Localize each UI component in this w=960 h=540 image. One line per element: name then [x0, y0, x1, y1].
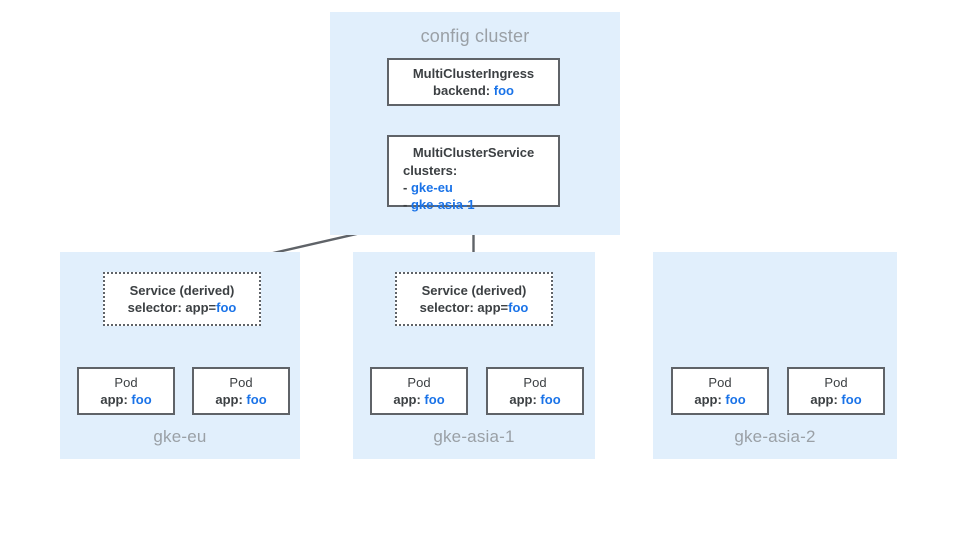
derived-service-selector-value: foo — [508, 300, 529, 315]
derived-service-box-gke-asia-1[interactable]: Service (derived) selector: app=foo — [395, 272, 553, 326]
multiclusterservice-cluster-value: gke-asia-1 — [410, 197, 475, 212]
pod-label-key: app: — [694, 392, 722, 407]
multiclusteringress-backend: backend: foo — [433, 82, 514, 99]
pod-label-row: app: foo — [694, 391, 745, 408]
pod-label-value: foo — [540, 392, 561, 407]
multiclusterservice-cluster-item: - gke-eu — [403, 179, 558, 196]
multiclusterservice-cluster-value: gke-eu — [410, 180, 453, 195]
pod-box[interactable]: Pod app: foo — [671, 367, 769, 415]
multiclusterservice-kind: MultiClusterService — [412, 145, 535, 160]
pod-label-key: app: — [509, 392, 537, 407]
multiclusteringress-box[interactable]: MultiClusterIngress backend: foo — [387, 58, 560, 106]
pod-label-value: foo — [246, 392, 267, 407]
cluster-label-gke-asia-1: gke-asia-1 — [433, 427, 515, 446]
pod-title: Pod — [523, 375, 547, 390]
pod-title: Pod — [824, 375, 848, 390]
pod-title: Pod — [407, 375, 431, 390]
derived-service-title: Service (derived) — [129, 283, 235, 298]
pod-box[interactable]: Pod app: foo — [77, 367, 175, 415]
cluster-label-gke-asia-2: gke-asia-2 — [734, 427, 816, 446]
pod-label-value: foo — [131, 392, 152, 407]
pod-label-row: app: foo — [100, 391, 151, 408]
pod-label-key: app: — [393, 392, 421, 407]
pod-label-key: app: — [100, 392, 128, 407]
cluster-panel-gke-asia-2: gke-asia-2 — [653, 252, 897, 459]
pod-label-row: app: foo — [215, 391, 266, 408]
derived-service-selector: selector: app=foo — [420, 299, 529, 316]
config-cluster-label: config cluster — [420, 26, 530, 46]
pod-label-key: app: — [215, 392, 243, 407]
pod-label-row: app: foo — [509, 391, 560, 408]
multiclusterservice-clusters-list: clusters: - gke-eu - gke-asia-1 — [389, 162, 558, 213]
derived-service-title: Service (derived) — [421, 283, 527, 298]
cluster-label-gke-eu: gke-eu — [153, 427, 207, 446]
pod-label-row: app: foo — [393, 391, 444, 408]
pod-box[interactable]: Pod app: foo — [787, 367, 885, 415]
pod-box[interactable]: Pod app: foo — [486, 367, 584, 415]
pod-title: Pod — [229, 375, 253, 390]
pod-label-value: foo — [725, 392, 746, 407]
pod-label-value: foo — [424, 392, 445, 407]
pod-title: Pod — [708, 375, 732, 390]
derived-service-selector: selector: app=foo — [128, 299, 237, 316]
pod-box[interactable]: Pod app: foo — [370, 367, 468, 415]
derived-service-selector-label: selector: app= — [127, 300, 217, 315]
list-bullet: - — [403, 180, 408, 195]
pod-box[interactable]: Pod app: foo — [192, 367, 290, 415]
list-bullet: - — [403, 197, 408, 212]
multiclusterservice-box[interactable]: MultiClusterService clusters: - gke-eu -… — [387, 135, 560, 212]
pod-label-row: app: foo — [810, 391, 861, 408]
multiclusteringress-kind: MultiClusterIngress — [412, 66, 535, 81]
multiclusteringress-backend-label: backend: — [433, 83, 491, 98]
pod-label-key: app: — [810, 392, 838, 407]
multiclusterservice-clusters-label: clusters: — [403, 163, 458, 178]
derived-service-selector-label: selector: app= — [419, 300, 509, 315]
derived-service-selector-value: foo — [216, 300, 237, 315]
multiclusterservice-cluster-item: - gke-asia-1 — [403, 196, 558, 213]
multiclusteringress-backend-value: foo — [493, 83, 514, 98]
pod-title: Pod — [114, 375, 138, 390]
derived-service-box-gke-eu[interactable]: Service (derived) selector: app=foo — [103, 272, 261, 326]
pod-label-value: foo — [841, 392, 862, 407]
